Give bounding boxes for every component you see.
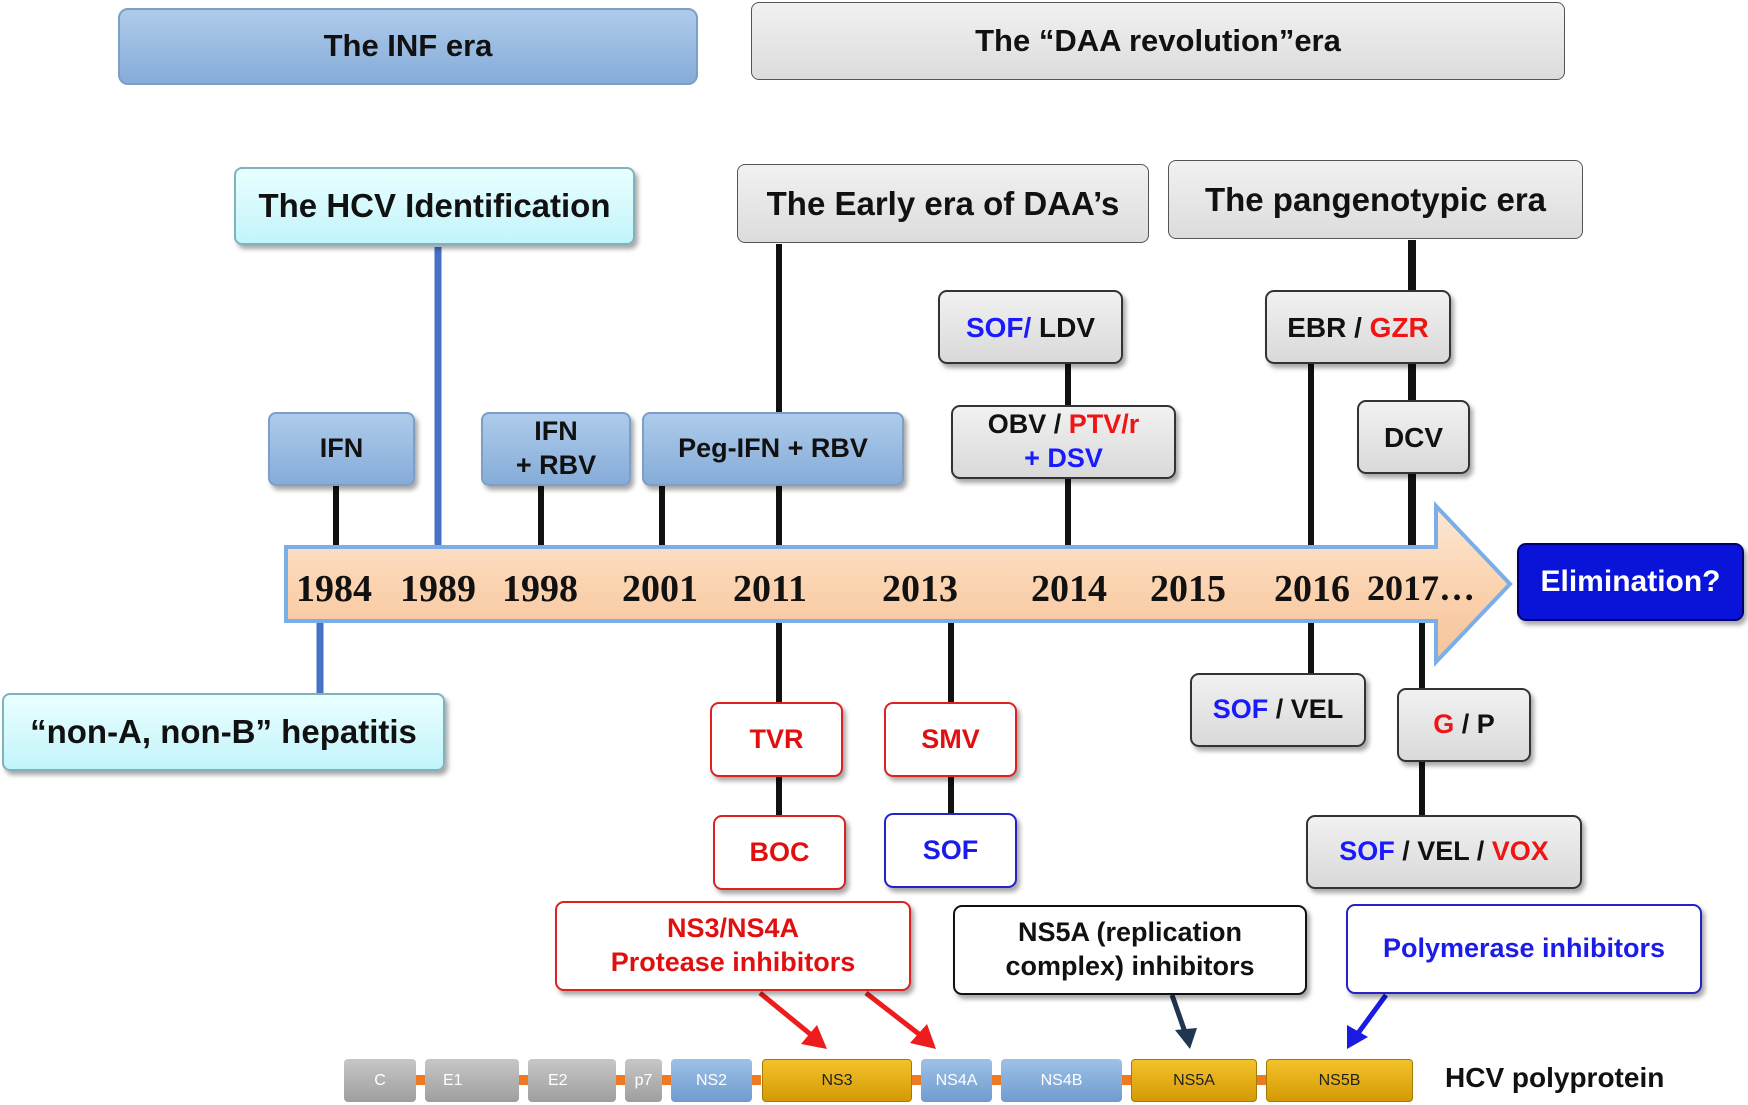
ns5a-line1: NS5A (replication: [1017, 917, 1243, 948]
ifn-box: IFN: [268, 412, 415, 486]
early-daa-label: The Early era of DAA’s: [766, 184, 1120, 222]
inf-era-label: The INF era: [323, 28, 493, 64]
tvr-box: TVR: [710, 702, 843, 777]
polyprotein-label-text: HCV polyprotein: [1445, 1062, 1665, 1093]
link-ns3-ns4a: [912, 1075, 921, 1085]
segment-e2: E2: [528, 1059, 616, 1102]
link-c-e1: [416, 1075, 425, 1085]
pangenotypic-label: The pangenotypic era: [1204, 180, 1547, 218]
g-p-box: G / P: [1397, 688, 1531, 762]
vox-label: VOX: [1491, 836, 1549, 867]
sof-vel-vox-vel: / VEL /: [1394, 836, 1492, 867]
sof-vel-vox-box: SOF / VEL / VOX: [1306, 815, 1582, 889]
year-2001: 2001: [622, 568, 698, 610]
polymerase-inhibitors-box: Polymerase inhibitors: [1346, 904, 1702, 994]
sof-label: SOF: [922, 834, 979, 865]
sof-ldv-sof: SOF/: [965, 311, 1032, 343]
ns5a-arrow: [1175, 1028, 1197, 1049]
protease-arrow-ns4a: [910, 1024, 936, 1049]
sof-ldv-box: SOF/ LDV: [938, 290, 1123, 364]
g-label: G: [1433, 709, 1455, 740]
year-2015: 2015: [1150, 568, 1226, 610]
tvr-label: TVR: [749, 723, 804, 754]
elimination-label: Elimination?: [1540, 565, 1721, 599]
pangenotypic-box: The pangenotypic era: [1168, 160, 1583, 239]
smv-label: SMV: [921, 723, 980, 754]
p-label: / P: [1454, 709, 1495, 740]
link-ns2-ns3: [752, 1075, 761, 1085]
boc-label: BOC: [749, 836, 810, 867]
early-daa-box: The Early era of DAA’s: [737, 164, 1149, 243]
year-2011: 2011: [733, 568, 807, 610]
segment-ns4b: NS4B: [1001, 1059, 1122, 1102]
link-ns4b-ns5a: [1122, 1075, 1131, 1085]
ptv-label: PTV/r: [1068, 409, 1140, 440]
ns5a-line2: complex) inhibitors: [1005, 951, 1255, 981]
polymerase-arrow: [1347, 1025, 1368, 1049]
inf-era-header: The INF era: [118, 8, 698, 85]
daa-era-header: The “DAA revolution”era: [751, 2, 1565, 80]
polyprotein-label: HCV polyprotein: [1445, 1055, 1715, 1100]
protease-arrow-ns3: [801, 1025, 827, 1049]
sof-vel-vox-sof: SOF: [1339, 836, 1395, 867]
year-2016: 2016: [1274, 568, 1350, 610]
link-p7-ns2: [662, 1075, 671, 1085]
year-1984: 1984: [296, 568, 372, 610]
segment-c: C: [344, 1059, 416, 1102]
sof-ldv-ldv: LDV: [1031, 311, 1096, 343]
protease-line1: NS3/NS4A: [666, 913, 800, 944]
segment-ns2: NS2: [671, 1059, 752, 1102]
peg-ifn-rbv-label: Peg-IFN + RBV: [678, 433, 868, 464]
ns5a-inhibitors-box: NS5A (replication complex) inhibitors: [953, 905, 1307, 995]
hcv-identification-box: The HCV Identification: [234, 167, 635, 245]
segment-e1: E1: [425, 1059, 519, 1102]
year-1989: 1989: [400, 568, 476, 610]
link-ns5a-ns5b: [1257, 1075, 1266, 1085]
segment-ns3: NS3: [762, 1059, 912, 1102]
boc-box: BOC: [713, 815, 846, 890]
sof-vel-sof: SOF: [1212, 694, 1269, 725]
peg-ifn-rbv-box: Peg-IFN + RBV: [642, 412, 904, 486]
year-1998: 1998: [502, 568, 578, 610]
dcv-box: DCV: [1357, 400, 1470, 474]
sof-vel-box: SOF / VEL: [1190, 673, 1366, 747]
non-a-non-b-label: “non-A, non-B” hepatitis: [30, 713, 417, 751]
ifn-rbv-box: IFN + RBV: [481, 412, 631, 486]
obv-ptv-dsv-box: OBV / PTV/r + DSV: [951, 405, 1176, 479]
segment-ns5a: NS5A: [1131, 1059, 1257, 1102]
link-e2-p7: [616, 1075, 625, 1085]
ifn-rbv-line2: + RBV: [515, 450, 597, 480]
dcv-label: DCV: [1383, 421, 1444, 453]
protease-line2: Protease inhibitors: [610, 947, 856, 977]
ifn-rbv-line1: IFN: [534, 416, 578, 447]
ebr-gzr-box: EBR / GZR: [1265, 290, 1451, 364]
protease-inhibitors-box: NS3/NS4A Protease inhibitors: [555, 901, 911, 991]
polymerase-label: Polymerase inhibitors: [1382, 933, 1666, 964]
link-e1-e2: [519, 1075, 528, 1085]
segment-ns5b: NS5B: [1266, 1059, 1413, 1102]
link-ns4a-ns4b: [992, 1075, 1001, 1085]
segment-ns4a: NS4A: [921, 1059, 992, 1102]
dsv-label: + DSV: [1024, 443, 1103, 473]
elimination-box: Elimination?: [1517, 543, 1744, 621]
sof-vel-vel: / VEL: [1268, 694, 1344, 725]
year-2013: 2013: [882, 568, 958, 610]
daa-era-label: The “DAA revolution”era: [975, 22, 1341, 58]
year-2014: 2014: [1031, 568, 1107, 610]
segment-p7: p7: [625, 1059, 662, 1102]
year-2017: 2017…: [1367, 568, 1475, 608]
hcv-identification-label: The HCV Identification: [258, 187, 611, 225]
non-a-non-b-box: “non-A, non-B” hepatitis: [2, 693, 445, 771]
obv-label: OBV /: [987, 409, 1069, 440]
smv-box: SMV: [884, 702, 1017, 777]
sof-box: SOF: [884, 813, 1017, 888]
gzr-label: GZR: [1369, 311, 1429, 343]
ebr-label: EBR /: [1287, 311, 1370, 343]
ifn-label: IFN: [319, 433, 364, 464]
